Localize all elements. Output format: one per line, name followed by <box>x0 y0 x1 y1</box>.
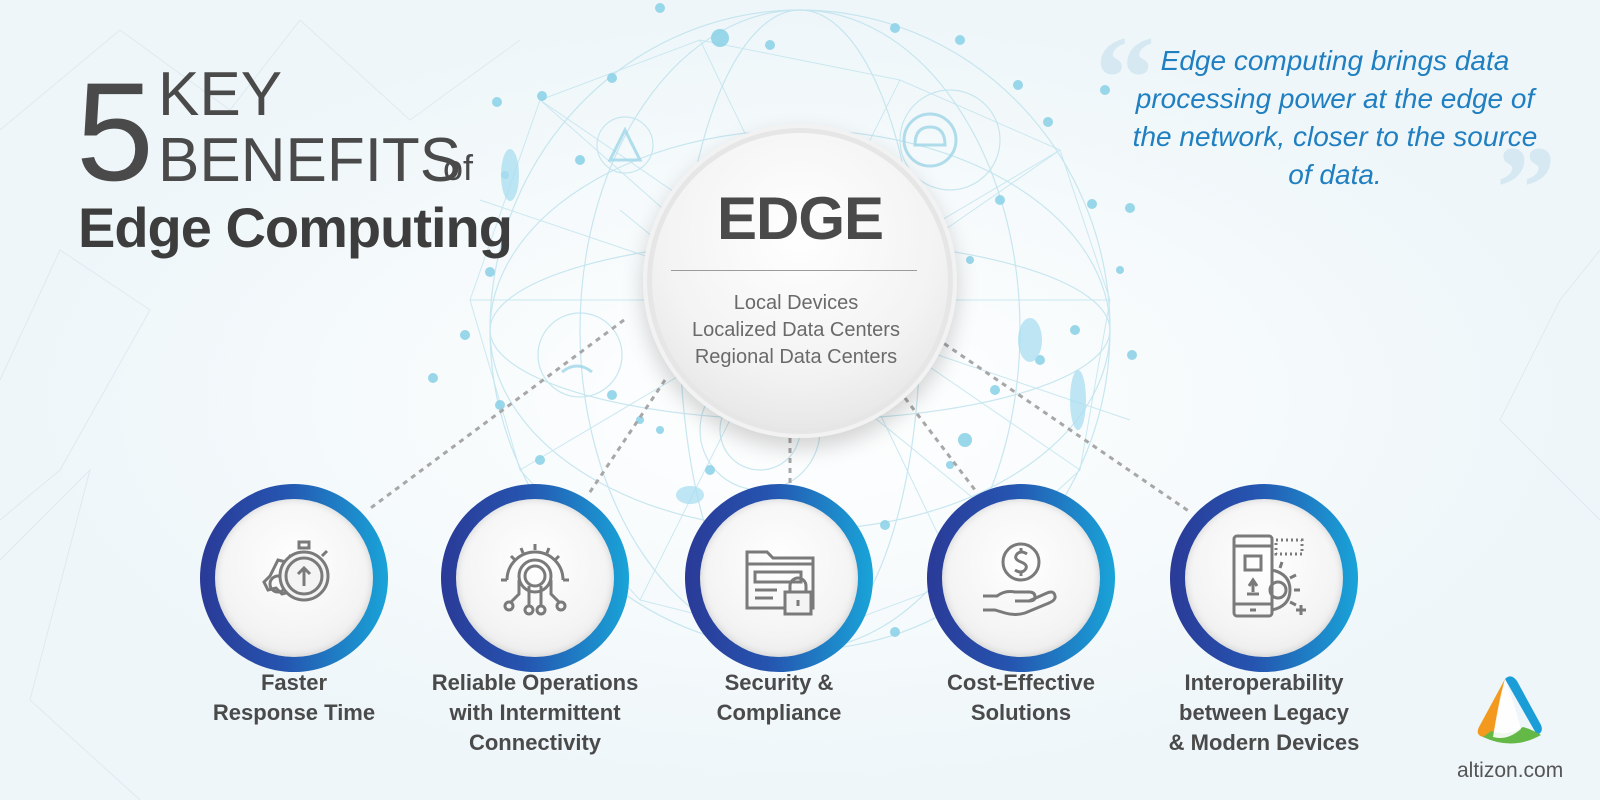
title-of: of <box>443 147 474 188</box>
edge-title: EDGE <box>716 185 884 252</box>
connector-line <box>935 336 1191 514</box>
stopwatch-gear-icon <box>262 540 330 602</box>
benefit-circle-faster-response <box>200 484 388 672</box>
benefit-circle-cost-effective <box>927 484 1115 672</box>
gear-circuit-icon <box>501 544 569 616</box>
benefit-label-faster-response: Faster Response Time <box>212 670 376 725</box>
edge-list: Local Devices Localized Data Centers Reg… <box>647 290 945 371</box>
benefit-circle-reliable-operations <box>441 484 629 672</box>
benefit-label-security: Security & Compliance <box>716 670 842 725</box>
title-key: KEY <box>158 60 283 129</box>
mobile-device-gear-icon <box>1232 534 1306 618</box>
title-edge-computing: Edge Computing <box>78 196 513 259</box>
benefit-label-cost-effective: Cost-Effective Solutions <box>947 670 1095 725</box>
connector-line <box>586 379 667 496</box>
edge-center-circle: EDGE Local Devices Localized Data Center… <box>643 124 957 438</box>
folder-lock-icon <box>745 550 815 616</box>
title-benefits: BENEFITS <box>158 126 462 195</box>
edge-item: Regional Data Centers <box>694 346 898 368</box>
quote-text: Edge computing brings data processing po… <box>1132 45 1538 190</box>
benefit-label-interoperability: Interoperability between Legacy & Modern… <box>1168 670 1360 755</box>
edge-divider <box>671 270 917 271</box>
hand-coin-icon <box>983 542 1057 616</box>
altizon-logo <box>1477 676 1542 744</box>
edge-item: Local Devices <box>733 292 859 314</box>
logo-text: altizon.com <box>1457 759 1564 782</box>
connector-line <box>367 318 625 512</box>
benefit-label-reliable-operations: Reliable Operations with Intermittent Co… <box>431 670 639 755</box>
title-number: 5 <box>76 53 154 210</box>
benefit-circle-security <box>685 484 873 672</box>
close-quote-icon: ” <box>1496 121 1556 254</box>
edge-item: Localized Data Centers <box>692 319 900 341</box>
connector-line <box>903 397 977 491</box>
open-quote-icon: “ <box>1095 11 1155 144</box>
benefit-circle-interoperability <box>1170 484 1358 672</box>
